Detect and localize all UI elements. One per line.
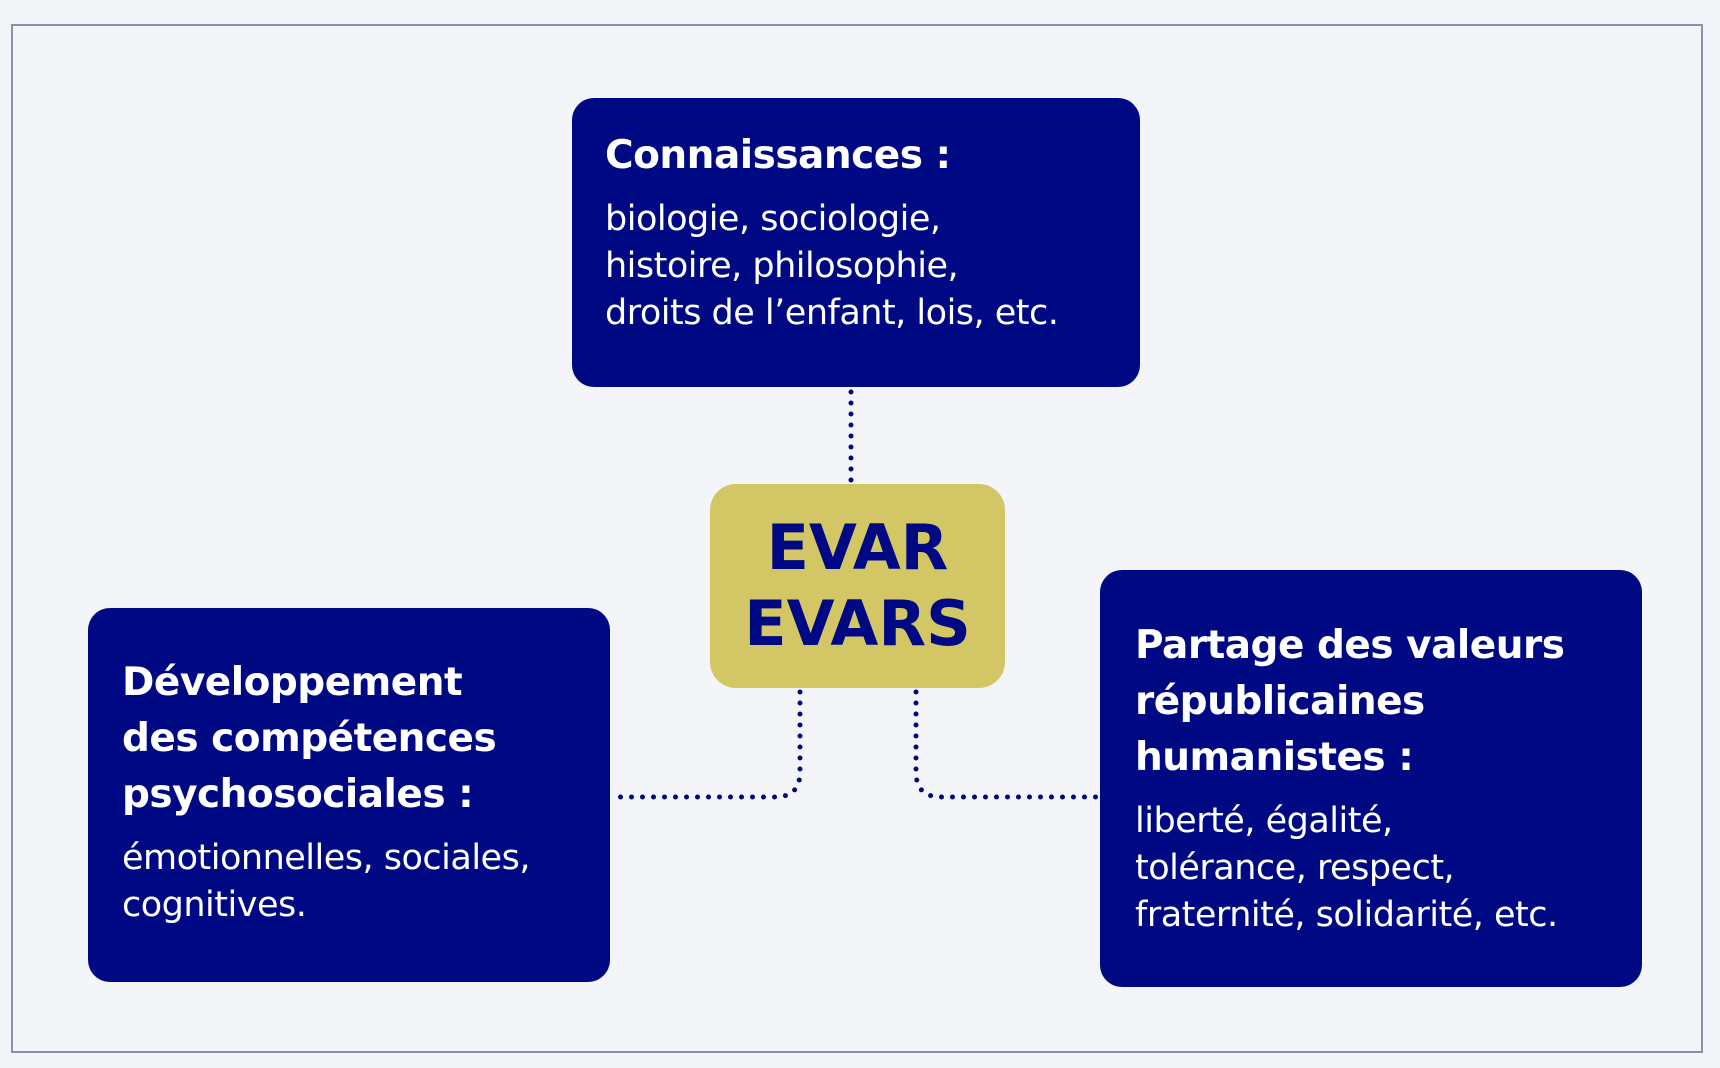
knowledge-line: biologie, sociologie, — [605, 199, 941, 239]
diagram-frame — [11, 24, 1703, 1053]
center-line: EVARS — [744, 587, 971, 660]
center-evar-box: EVAR EVARS — [710, 484, 1005, 688]
center-line: EVAR — [766, 511, 949, 584]
connector-left — [609, 689, 803, 800]
connector-right — [913, 689, 1101, 800]
values-line: tolérance, respect, — [1135, 848, 1455, 888]
knowledge-line: droits de l’enfant, lois, etc. — [605, 293, 1059, 333]
knowledge-line: histoire, philosophie, — [605, 246, 959, 286]
values-box: Partage des valeurs républicaines humani… — [1100, 570, 1642, 987]
skills-title: des compétences — [122, 716, 497, 761]
skills-box: Développement des compétences psychosoci… — [88, 608, 610, 982]
knowledge-title: Connaissances : — [605, 133, 951, 178]
skills-title: Développement — [122, 660, 463, 705]
knowledge-box: Connaissances : biologie, sociologie, hi… — [572, 98, 1140, 387]
values-title: républicaines — [1135, 679, 1425, 724]
values-line: fraternité, solidarité, etc. — [1135, 895, 1558, 935]
skills-line: cognitives. — [122, 885, 307, 925]
values-title: humanistes : — [1135, 735, 1414, 780]
skills-title: psychosociales : — [122, 772, 474, 817]
values-title: Partage des valeurs — [1135, 623, 1565, 668]
values-line: liberté, égalité, — [1135, 801, 1393, 841]
skills-line: émotionnelles, sociales, — [122, 838, 530, 878]
